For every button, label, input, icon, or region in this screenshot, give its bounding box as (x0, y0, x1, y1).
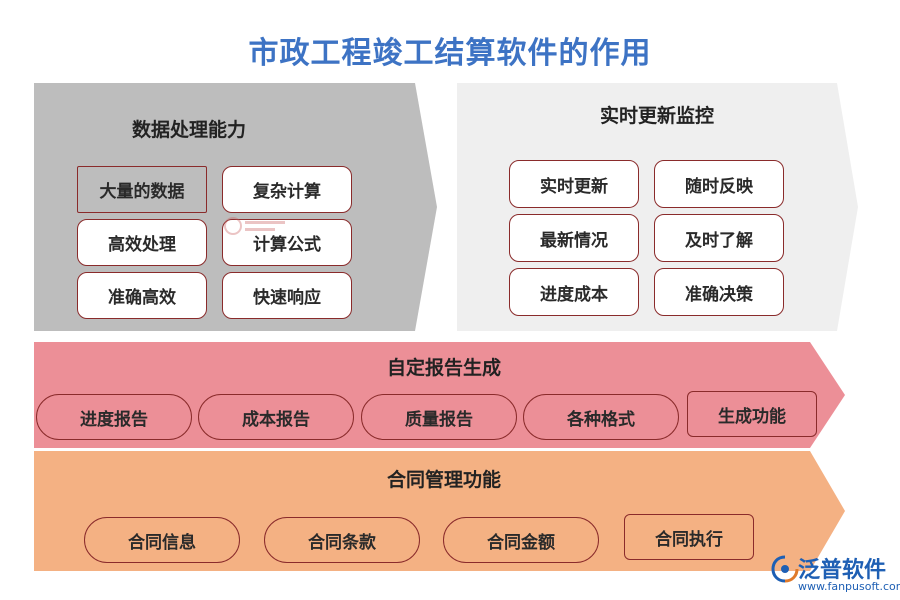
data-item-large-data: 大量的数据 (77, 166, 207, 213)
brand-name: 泛普软件 (798, 558, 887, 583)
report-item-cost: 成本报告 (198, 394, 354, 440)
contract-management-band: 合同管理功能 合同信息 合同条款 合同金额 合同执行 (34, 451, 846, 571)
realtime-monitoring-panel: 实时更新监控 实时更新 随时反映 最新情况 及时了解 进度成本 准确决策 (457, 83, 859, 331)
data-item-efficient: 高效处理 (77, 219, 207, 266)
monitor-item-timely-understand: 及时了解 (654, 214, 784, 262)
monitor-item-latest-status: 最新情况 (509, 214, 639, 262)
watermark-logo-icon (224, 217, 285, 235)
page-title: 市政工程竣工结算软件的作用 (248, 36, 652, 71)
contract-item-execution: 合同执行 (624, 514, 754, 560)
report-item-generate-function: 生成功能 (687, 391, 817, 437)
data-item-formula: 计算公式 (222, 219, 352, 266)
contract-management-title: 合同管理功能 (386, 469, 501, 491)
brand-mark-icon (771, 555, 799, 583)
data-processing-title: 数据处理能力 (131, 119, 246, 141)
data-item-fast-response: 快速响应 (222, 272, 352, 319)
brand-logo: 泛普软件 www.fanpusoft.com (770, 552, 900, 598)
report-item-formats: 各种格式 (523, 394, 679, 440)
report-item-quality: 质量报告 (361, 394, 517, 440)
monitor-item-accurate-decision: 准确决策 (654, 268, 784, 316)
data-processing-panel: 数据处理能力 大量的数据 复杂计算 高效处理 计算公式 准确高效 快速响应 (34, 83, 438, 331)
monitor-item-progress-cost: 进度成本 (509, 268, 639, 316)
contract-item-info: 合同信息 (84, 517, 240, 563)
contract-item-amount: 合同金额 (443, 517, 599, 563)
report-generation-title: 自定报告生成 (386, 357, 501, 379)
report-generation-arrow-shape (34, 342, 845, 448)
brand-url: www.fanpusoft.com (798, 580, 900, 593)
report-item-progress: 进度报告 (36, 394, 192, 440)
monitor-item-reflect-anytime: 随时反映 (654, 160, 784, 208)
realtime-monitoring-title: 实时更新监控 (599, 105, 714, 127)
monitor-item-realtime-update: 实时更新 (509, 160, 639, 208)
report-generation-band: 自定报告生成 进度报告 成本报告 质量报告 各种格式 生成功能 (34, 342, 846, 448)
data-item-complex-calc: 复杂计算 (222, 166, 352, 213)
contract-item-terms: 合同条款 (264, 517, 420, 563)
data-item-accurate: 准确高效 (77, 272, 207, 319)
